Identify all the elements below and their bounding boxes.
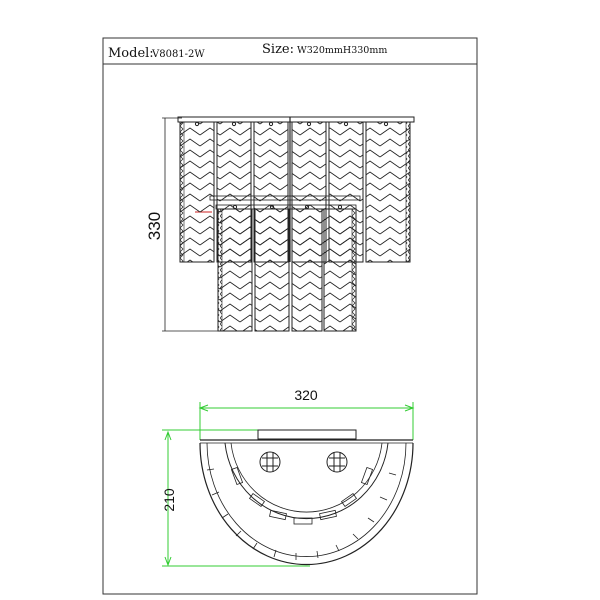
size-label: Size:	[262, 42, 294, 57]
bulb-socket-right	[326, 451, 348, 473]
top-rail	[177, 116, 415, 123]
outer-ring-segments	[206, 468, 397, 560]
size-value: W320mmH330mm	[297, 45, 387, 56]
sheet-border	[102, 37, 478, 595]
top-view	[162, 402, 415, 567]
height-dimension-label: 330	[145, 212, 164, 240]
lower-panel-2	[254, 204, 290, 332]
lower-panel-3	[291, 204, 323, 332]
lower-panel-1	[217, 204, 253, 332]
outer-arc-inner	[206, 442, 407, 557]
upper-panel-1	[179, 121, 215, 263]
front-view	[162, 116, 415, 332]
lower-panel-4	[323, 204, 357, 332]
model-value: V8081-2W	[151, 49, 205, 60]
depth-dim-arrow-top	[164, 430, 172, 441]
mounting-plate	[257, 429, 357, 440]
bulb-socket-left	[259, 451, 281, 473]
model-label: Model:	[108, 46, 154, 61]
depth-dim-arrow-bottom	[164, 556, 172, 567]
inner-ring-segments	[230, 466, 374, 525]
outer-arc	[199, 442, 414, 566]
lower-tier	[215, 204, 357, 332]
inner-arc-2	[230, 442, 383, 513]
upper-panel-6	[365, 121, 411, 263]
inner-arc	[224, 442, 389, 520]
width-dimension-label: 320	[294, 387, 318, 403]
depth-dimension-label: 210	[161, 488, 177, 512]
